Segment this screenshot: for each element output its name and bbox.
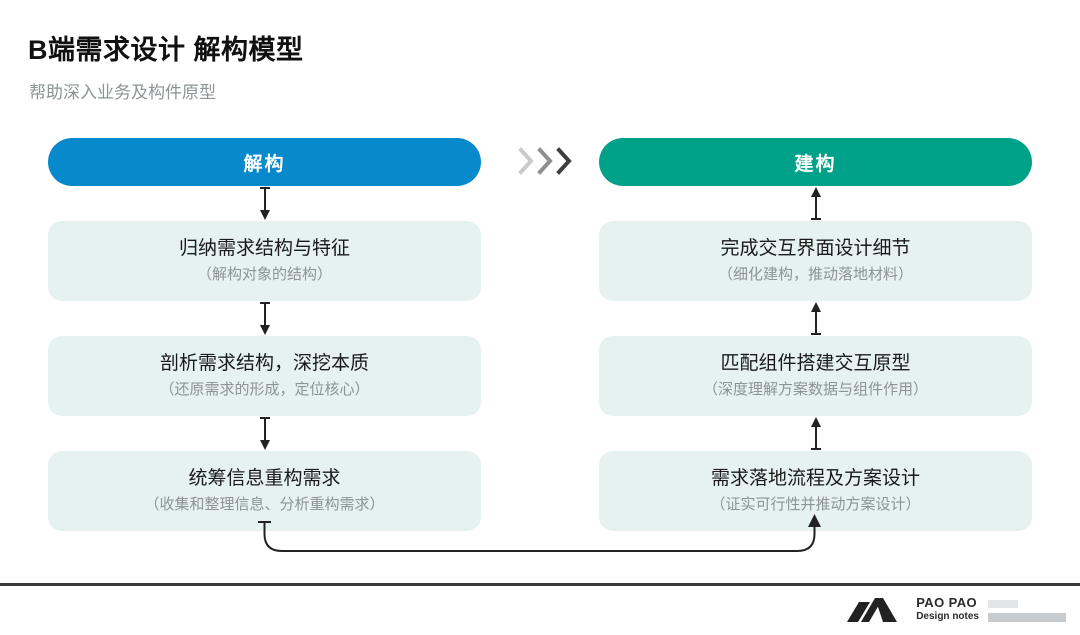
card-subtitle: （细化建构，推动落地材料） [717, 265, 913, 283]
chevron-right-icon-2 [537, 147, 553, 175]
brand-bar-bottom [988, 613, 1066, 622]
card-construct-1[interactable]: 完成交互界面设计细节 （细化建构，推动落地材料） [599, 221, 1032, 301]
card-deconstruct-1[interactable]: 归纳需求结构与特征 （解构对象的结构） [48, 221, 481, 301]
card-title: 需求落地流程及方案设计 [710, 468, 920, 489]
card-title: 归纳需求结构与特征 [178, 238, 350, 259]
card-subtitle: （证实可行性并推动方案设计） [710, 495, 921, 513]
brand-tagline: Design notes [916, 611, 979, 623]
brand-name: PAO PAO [916, 595, 978, 611]
arrow-up-icon [599, 186, 1032, 221]
page-title: B端需求设计 解构模型 [28, 35, 304, 65]
paopao-mountain-logo-icon [847, 598, 898, 622]
arrow-up-icon [599, 301, 1032, 336]
column-header-deconstruct[interactable]: 解构 [48, 138, 481, 186]
footer-divider [0, 583, 1080, 586]
card-title: 完成交互界面设计细节 [720, 238, 911, 259]
card-title: 匹配组件搭建交互原型 [720, 353, 911, 374]
card-deconstruct-3[interactable]: 统筹信息重构需求 （收集和整理信息、分析重构需求） [48, 451, 481, 531]
column-construct: 建构 完成交互界面设计细节 （细化建构，推动落地材料） 匹配组件搭建交互原型 （… [599, 138, 1032, 531]
arrow-up-icon [599, 416, 1032, 451]
chevron-right-icon-1 [518, 147, 534, 175]
card-construct-3[interactable]: 需求落地流程及方案设计 （证实可行性并推动方案设计） [599, 451, 1032, 531]
arrow-down-icon [48, 416, 481, 451]
card-subtitle: （还原需求的形成，定位核心） [159, 380, 370, 398]
page-subtitle: 帮助深入业务及构件原型 [29, 83, 216, 102]
chevron-right-icon-3 [556, 147, 572, 175]
card-subtitle: （解构对象的结构） [196, 265, 332, 283]
card-title: 统筹信息重构需求 [188, 468, 341, 489]
brand-bar-top [988, 600, 1018, 608]
card-subtitle: （深度理解方案数据与组件作用） [702, 380, 928, 398]
card-subtitle: （收集和整理信息、分析重构需求） [144, 495, 385, 513]
footer-brand: PAO PAO Design notes [845, 595, 1066, 624]
column-header-label: 建构 [794, 153, 837, 175]
card-deconstruct-2[interactable]: 剖析需求结构，深挖本质 （还原需求的形成，定位核心） [48, 336, 481, 416]
arrow-down-icon [48, 301, 481, 336]
arrow-down-icon [48, 186, 481, 221]
card-construct-2[interactable]: 匹配组件搭建交互原型 （深度理解方案数据与组件作用） [599, 336, 1032, 416]
card-title: 剖析需求结构，深挖本质 [159, 353, 369, 374]
brand-text-block: PAO PAO Design notes [916, 595, 979, 623]
column-deconstruct: 解构 归纳需求结构与特征 （解构对象的结构） 剖析需求结构，深挖本质 （还原需求… [48, 138, 481, 531]
column-header-construct[interactable]: 建构 [599, 138, 1032, 186]
brand-placeholder-bars [988, 598, 1066, 622]
triple-chevron-right-icon [518, 146, 573, 176]
column-header-label: 解构 [243, 153, 286, 175]
